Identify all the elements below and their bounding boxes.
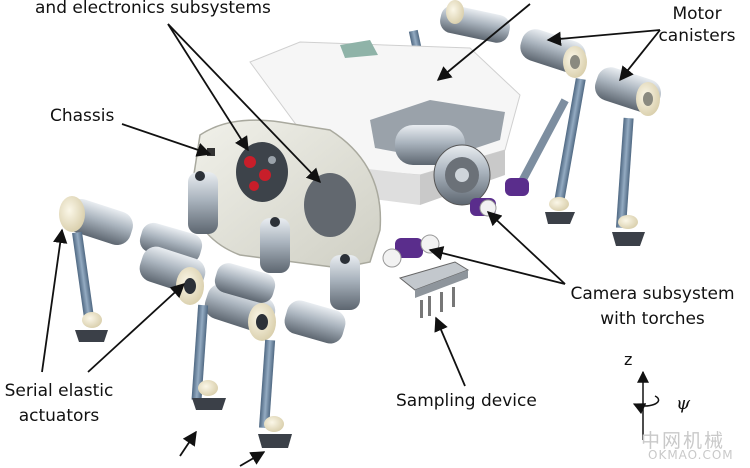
label-electronics: and electronics subsystems <box>35 0 271 18</box>
label-motor-line2: canisters <box>658 26 736 46</box>
watermark-cn: 中网机械 <box>641 430 726 452</box>
label-camera-line1: Camera subsystem <box>570 284 735 304</box>
front-motor-columns <box>188 171 360 310</box>
camera-torches <box>382 178 529 268</box>
label-sampling-device: Sampling device <box>396 391 537 411</box>
right-legs <box>516 78 645 246</box>
watermark-url: OKMAO.COM <box>648 448 734 462</box>
label-motor-line1: Motor <box>672 4 722 24</box>
motor-canister-right-1 <box>520 29 587 78</box>
front-legs <box>72 231 292 448</box>
label-motor-canisters: Motor canisters <box>651 3 743 47</box>
label-camera-subsystem: Camera subsystem with torches <box>565 283 740 330</box>
axis-z-label: z <box>624 350 633 369</box>
label-sea-line1: Serial elastic <box>4 381 114 401</box>
camera-gimbal <box>433 144 491 206</box>
motor-canister-right-2 <box>595 67 661 116</box>
axis-indicator <box>632 370 660 440</box>
chassis-plate <box>189 119 382 269</box>
label-sea-line2: actuators <box>18 406 100 426</box>
serial-elastic-actuators <box>59 196 346 344</box>
label-chassis: Chassis <box>50 106 115 126</box>
sampling-device <box>398 261 470 318</box>
label-camera-line2: with torches <box>600 309 705 329</box>
axis-psi-label: ψ <box>676 393 691 414</box>
label-serial-elastic: Serial elastic actuators <box>0 380 118 427</box>
annotation-arrows <box>41 3 661 467</box>
